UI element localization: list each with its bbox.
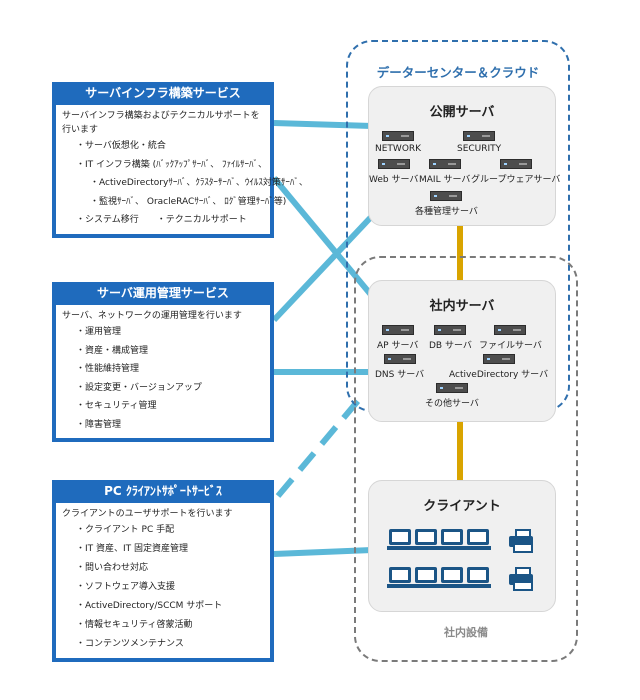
server-other: その他サーバ	[425, 383, 479, 409]
server-ops-service-title: サーバ運用管理サービス	[97, 286, 229, 300]
list-item: 問い合わせ対応	[62, 559, 264, 578]
server-rack-icon	[494, 325, 527, 335]
server-rack-icon	[435, 383, 468, 393]
pc-client-support-service-box: PC ｸﾗｲｱﾝﾄｻﾎﾟｰﾄｻｰﾋﾞｽ クライアントのユーザサポートを行います …	[52, 480, 274, 662]
server-ops-service-list: 運用管理 資産・構成管理 性能維持管理 設定変更・バージョンアップ セキュリティ…	[62, 323, 264, 434]
pc-icon	[413, 529, 439, 551]
pc-icon	[387, 567, 413, 589]
server-file: ファイルサーバ	[479, 325, 542, 351]
server-management: 各種管理サーバ	[415, 191, 478, 217]
server-mail: MAIL サーバ	[419, 159, 470, 185]
server-infra-service-title: サーバインフラ構築サービス	[85, 86, 241, 100]
server-infra-service-intro: サーバインフラ構築およびテクニカルサポートを行います	[62, 111, 260, 135]
pc-client-support-service-body: クライアントのユーザサポートを行います クライアント PC 手配 IT 資産、I…	[55, 502, 271, 659]
server-infra-service-box: サーバインフラ構築サービス サーバインフラ構築およびテクニカルサポートを行います…	[52, 82, 308, 238]
list-item: ソフトウェア導入支援	[62, 578, 264, 597]
list-item: セキュリティ管理	[62, 397, 264, 416]
list-item: ActiveDirectory/SCCM サポート	[62, 597, 264, 616]
pc-icon	[439, 567, 465, 589]
clients-title: クライアント	[423, 499, 501, 514]
server-rack-icon	[434, 325, 467, 335]
list-item-continuation: 監視ｻｰﾊﾞ、 OracleRACｻｰﾊﾞ、 ﾛｸﾞ管理ｻｰﾊﾞ等)	[62, 193, 286, 212]
list-item: 性能維持管理	[62, 360, 264, 379]
server-ops-service-box: サーバ運用管理サービス サーバ、ネットワークの運用管理を行います 運用管理 資産…	[52, 282, 274, 442]
datacenter-zone-label: データーセンター＆クラウド	[376, 65, 540, 80]
public-servers-title: 公開サーバ	[429, 105, 495, 120]
list-item: 資産・構成管理	[62, 342, 264, 361]
list-item: IT 資産、IT 固定資産管理	[62, 540, 264, 559]
pc-icon	[439, 529, 465, 551]
internal-servers-panel: 社内サーバ AP サーバ DB サーバ ファイルサーバ DNS サーバ Acti…	[368, 280, 556, 422]
server-infra-service-body: サーバインフラ構築およびテクニカルサポートを行います サーバ仮想化・統合 IT …	[55, 104, 308, 235]
server-rack-icon	[383, 354, 416, 364]
list-item: IT インフラ構築 (ﾊﾞｯｸｱｯﾌﾟｻｰﾊﾞ、 ﾌｧｲﾙｻｰﾊﾞ、	[62, 156, 267, 175]
server-security: SECURITY	[457, 131, 501, 154]
list-item: サーバ仮想化・統合	[62, 137, 264, 156]
list-item: システム移行 ・テクニカルサポート	[62, 211, 264, 230]
pc-client-support-service-intro: クライアントのユーザサポートを行います	[62, 509, 233, 519]
clients-panel: クライアント	[368, 480, 556, 612]
pc-icon	[465, 529, 491, 551]
list-item: 障害管理	[62, 416, 264, 435]
pc-icon	[413, 567, 439, 589]
pc-client-support-service-list: クライアント PC 手配 IT 資産、IT 固定資産管理 問い合わせ対応 ソフト…	[62, 521, 264, 654]
server-groupware: グループウェアサーバ	[471, 159, 560, 185]
pc-icon	[465, 567, 491, 589]
server-network: NETWORK	[375, 131, 421, 154]
server-rack-icon	[382, 131, 415, 141]
server-rack-icon	[499, 159, 532, 169]
list-item: クライアント PC 手配	[62, 521, 264, 540]
server-web: Web サーバ	[369, 159, 418, 185]
public-servers-panel: 公開サーバ NETWORK SECURITY Web サーバ MAIL サーバ …	[368, 86, 560, 226]
server-rack-icon	[381, 325, 414, 335]
list-item: コンテンツメンテナンス	[62, 635, 264, 654]
server-rack-icon	[430, 191, 463, 201]
server-ap: AP サーバ	[377, 325, 418, 351]
printer-icon	[509, 529, 533, 553]
link-infra-public	[273, 120, 373, 129]
onsite-zone: 社内設備	[354, 256, 578, 662]
list-item: 運用管理	[62, 323, 264, 342]
server-infra-service-list: サーバ仮想化・統合 IT インフラ構築 (ﾊﾞｯｸｱｯﾌﾟｻｰﾊﾞ、 ﾌｧｲﾙｻ…	[62, 137, 308, 230]
server-rack-icon	[377, 159, 410, 169]
list-item: 情報セキュリティ啓蒙活動	[62, 616, 264, 635]
server-dns: DNS サーバ	[375, 354, 424, 380]
pc-icon	[387, 529, 413, 551]
printer-icon	[509, 567, 533, 591]
pc-client-support-service-title: PC ｸﾗｲｱﾝﾄｻﾎﾟｰﾄｻｰﾋﾞｽ	[104, 484, 222, 498]
server-db: DB サーバ	[429, 325, 472, 351]
link-ops-public	[271, 213, 375, 323]
server-rack-icon	[463, 131, 496, 141]
server-ops-service-intro: サーバ、ネットワークの運用管理を行います	[62, 311, 242, 321]
server-rack-icon	[428, 159, 461, 169]
server-rack-icon	[482, 354, 515, 364]
onsite-zone-label: 社内設備	[444, 626, 488, 639]
server-ops-service-body: サーバ、ネットワークの運用管理を行います 運用管理 資産・構成管理 性能維持管理…	[55, 304, 271, 439]
server-activedirectory: ActiveDirectory サーバ	[449, 354, 548, 380]
link-pc-internal-dashed	[275, 394, 365, 498]
internal-servers-title: 社内サーバ	[429, 299, 495, 314]
list-item-continuation: ActiveDirectoryｻｰﾊﾞ、ｸﾗｽﾀｰｻｰﾊﾞ、ｳｲﾙｽ対策ｻｰﾊﾞ…	[62, 174, 308, 193]
list-item: 設定変更・バージョンアップ	[62, 379, 264, 398]
